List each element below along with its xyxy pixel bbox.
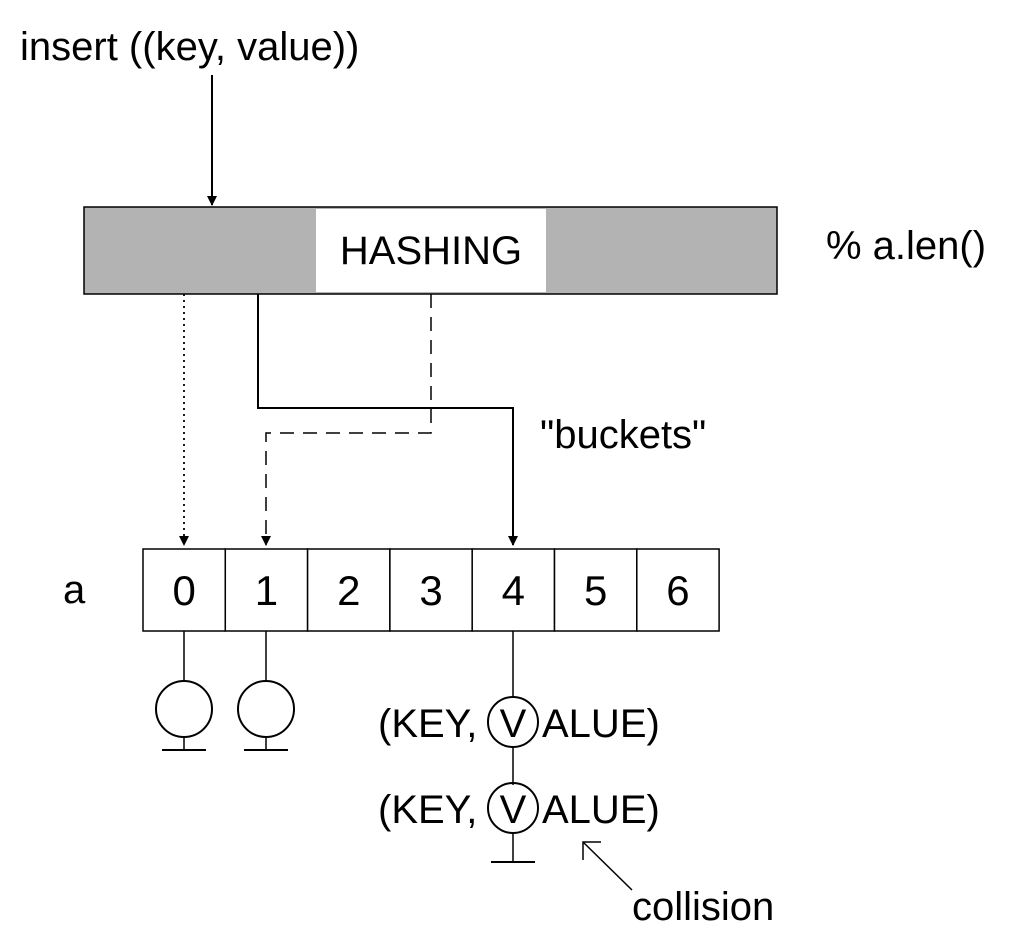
array-cell-index: 0 xyxy=(172,567,195,614)
array-cell-index: 4 xyxy=(502,567,525,614)
null-circle-icon xyxy=(155,680,213,738)
entry-2-key: (KEY, xyxy=(378,788,477,832)
collision-arrow xyxy=(582,841,633,891)
array-cell-index: 2 xyxy=(337,567,360,614)
collision-label: collision xyxy=(632,885,774,929)
modulo-label: % a.len() xyxy=(826,224,986,268)
entry-2-rest: ALUE) xyxy=(542,788,660,832)
array-cell-2: 2 xyxy=(306,548,391,632)
entry-2-v: V xyxy=(500,788,527,832)
array-cell-index: 1 xyxy=(255,567,278,614)
entry-1-key: (KEY, xyxy=(378,702,477,746)
array-cell-3: 3 xyxy=(389,548,473,632)
bucket-1-empty xyxy=(237,631,295,751)
array-cell-box xyxy=(306,548,391,632)
array-cell-index: 5 xyxy=(584,567,607,614)
array-cell-1: 1 xyxy=(224,548,309,632)
array-cell-box xyxy=(224,548,309,632)
hashing-bar: HASHING xyxy=(83,206,778,295)
array-cell-5: 5 xyxy=(553,548,638,632)
bucket-0-empty xyxy=(155,631,213,751)
array-cell-6: 6 xyxy=(636,548,720,632)
array-cell-box xyxy=(389,548,473,632)
array-cell-0: 0 xyxy=(142,548,227,632)
entry-1-v: V xyxy=(500,702,527,746)
array-name: a xyxy=(63,568,86,612)
array-cell-box xyxy=(471,548,556,632)
array-cell-box xyxy=(636,548,720,632)
hashing-label-box xyxy=(316,209,546,292)
hashing-label: HASHING xyxy=(340,229,522,273)
insert-label: insert ((key, value)) xyxy=(20,25,359,69)
null-circle-icon xyxy=(237,680,295,738)
solid-arrow-to-bucket-4 xyxy=(257,294,518,546)
buckets-label: "buckets" xyxy=(540,413,706,457)
entry-2: (KEY, V ALUE) xyxy=(378,782,660,834)
array-cell-index: 6 xyxy=(666,567,689,614)
dashed-arrow-to-bucket-1 xyxy=(261,294,432,546)
collision-arrowhead-icon xyxy=(582,841,601,860)
entry-1-rest: ALUE) xyxy=(542,702,660,746)
array-cells: 0 1 2 3 4 5 6 xyxy=(142,548,720,632)
array-cell-index: 3 xyxy=(419,567,442,614)
array-cell-4: 4 xyxy=(471,548,556,632)
entry-1: (KEY, V ALUE) xyxy=(378,696,660,748)
